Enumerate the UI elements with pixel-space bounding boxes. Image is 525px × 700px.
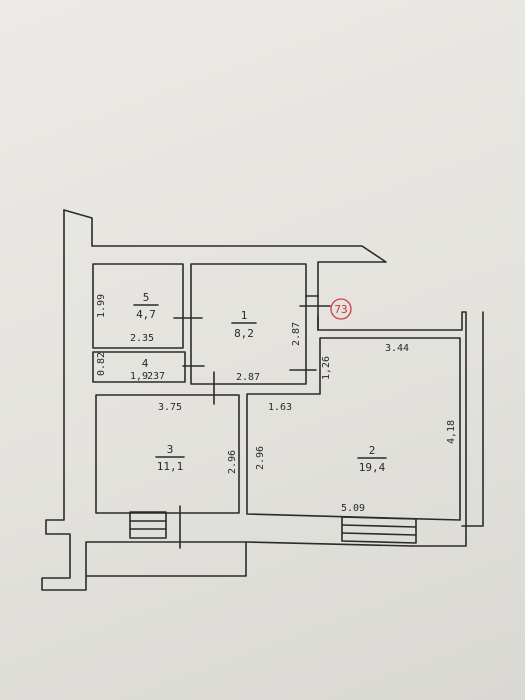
exterior-walls bbox=[41, 209, 484, 591]
dim-2-96-room3: 2.96 bbox=[227, 450, 238, 474]
right-wall-inner bbox=[461, 311, 484, 527]
room-3-outline bbox=[95, 394, 240, 514]
dim-3-44: 3.44 bbox=[385, 343, 409, 354]
left-wall bbox=[41, 209, 247, 591]
dim-2-35: 2.35 bbox=[130, 333, 154, 344]
top-wall bbox=[63, 209, 467, 547]
room-number: 5 bbox=[143, 291, 150, 304]
dim-1-99: 1.99 bbox=[96, 294, 107, 318]
stamp-label: 73 bbox=[334, 303, 347, 316]
room-number: 4 bbox=[142, 357, 149, 370]
room-2-outline bbox=[246, 337, 461, 521]
room-number: 3 bbox=[167, 443, 174, 456]
dim-5-09: 5.09 bbox=[341, 503, 365, 514]
window-room-2 bbox=[341, 516, 417, 544]
room-5-outline bbox=[92, 263, 184, 349]
dim-1-63: 1.63 bbox=[268, 402, 292, 413]
window-room-3 bbox=[129, 511, 167, 539]
room-area: 19,4 bbox=[359, 461, 386, 474]
dim-3-75: 3.75 bbox=[158, 402, 182, 413]
dim-2-87-horizontal: 2.87 bbox=[236, 372, 260, 383]
stamp-circle bbox=[330, 298, 352, 320]
dim-2-87-vertical: 2.87 bbox=[291, 322, 302, 346]
dim-0-82: 0.82 bbox=[96, 352, 107, 376]
stamp: 73 bbox=[330, 298, 352, 320]
balcony-lines bbox=[305, 295, 319, 331]
dimension-labels: 1.99 2.35 2.87 0.82 1,9 237 2.87 1,26 3.… bbox=[96, 294, 457, 514]
dim-2-96-room2: 2.96 bbox=[255, 446, 266, 470]
bottom-wall bbox=[245, 541, 413, 547]
dim-237: 237 bbox=[147, 371, 165, 382]
room-area: 4,7 bbox=[136, 308, 156, 321]
room-4-outline bbox=[92, 351, 186, 383]
dim-4-18: 4,18 bbox=[446, 420, 457, 444]
room-labels: 5 4,7 1 8,2 4 3 11,1 2 19,4 bbox=[133, 291, 387, 474]
room-number: 1 bbox=[241, 309, 248, 322]
door-marks bbox=[173, 305, 331, 549]
room-outlines bbox=[92, 263, 461, 521]
room-area: 11,1 bbox=[157, 460, 184, 473]
dim-1-26: 1,26 bbox=[321, 356, 332, 380]
room-4-area: 1,9 bbox=[130, 371, 148, 382]
windows bbox=[129, 511, 417, 544]
room-number: 2 bbox=[369, 444, 376, 457]
room-area: 8,2 bbox=[234, 327, 254, 340]
room-1-outline bbox=[190, 263, 307, 385]
